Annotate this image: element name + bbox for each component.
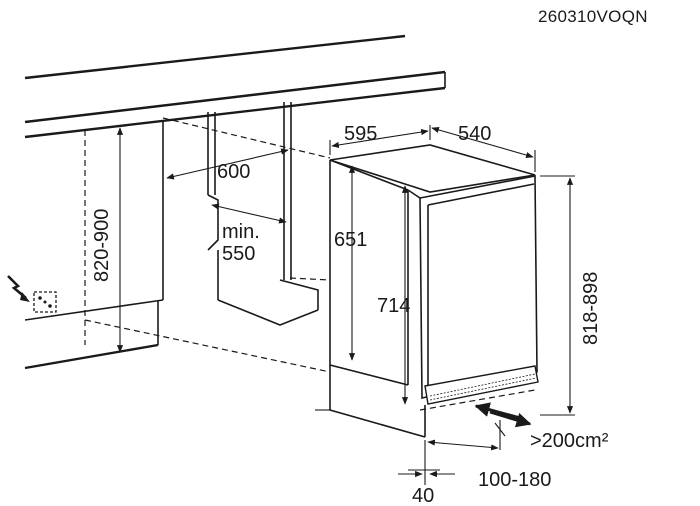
plinth bbox=[315, 365, 536, 438]
label-niche-height: 820-900 bbox=[91, 209, 113, 282]
dimension-niche-depth bbox=[166, 148, 289, 180]
dimension-plinth-setback bbox=[398, 469, 455, 478]
dimension-plinth-height bbox=[424, 420, 501, 485]
label-vent-area: >200cm² bbox=[530, 430, 609, 452]
countertop bbox=[24, 34, 446, 139]
label-niche-width-min: min. bbox=[222, 221, 260, 243]
drawing-code: 260310VOQN bbox=[538, 7, 648, 26]
label-plinth-height: 100-180 bbox=[478, 469, 551, 491]
label-niche-width-value: 550 bbox=[222, 243, 255, 265]
dimension-appliance-depth bbox=[431, 126, 536, 172]
label-niche-depth: 600 bbox=[217, 161, 250, 183]
dimension-niche-width bbox=[211, 203, 287, 224]
label-cabinet-depth: 651 bbox=[334, 229, 367, 251]
label-appliance-height: 714 bbox=[377, 295, 410, 317]
label-appliance-width: 595 bbox=[344, 123, 377, 145]
label-plinth-setback: 40 bbox=[412, 485, 434, 506]
dimension-total-height bbox=[540, 175, 575, 416]
niche-walls bbox=[207, 102, 331, 326]
left-cabinet bbox=[24, 117, 331, 373]
dimension-appliance-width bbox=[329, 125, 431, 155]
electrical-socket-icon bbox=[7, 275, 57, 313]
label-total-height: 818-898 bbox=[580, 272, 602, 345]
airflow-arrows bbox=[474, 402, 532, 437]
vent-grille bbox=[424, 365, 539, 405]
appliance bbox=[329, 144, 539, 405]
label-appliance-depth: 540 bbox=[458, 123, 491, 145]
